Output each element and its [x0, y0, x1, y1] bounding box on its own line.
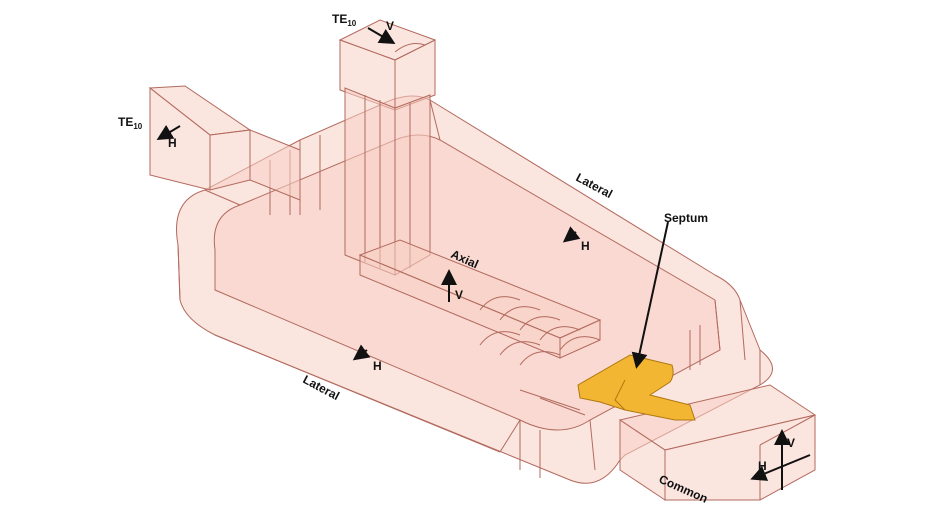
te10-left-label: TE10 [118, 115, 143, 131]
h-lateral-bottom-label: H [373, 359, 382, 373]
septum-label: Septum [664, 211, 708, 225]
h-lateral-top-label: H [581, 239, 590, 253]
v-top-label: V [386, 19, 394, 33]
v-top-arrow [367, 27, 396, 45]
h-lateral-top-arrow [562, 226, 581, 243]
left-input-port [148, 85, 301, 201]
top-input-port [338, 19, 437, 276]
axial-branch [358, 239, 602, 416]
h-left-arrow [156, 124, 181, 141]
v-axial-label: V [455, 288, 463, 302]
common-h-label: H [758, 459, 767, 473]
te10-top-label: TE10 [332, 12, 357, 28]
common-h-arrow [750, 454, 811, 481]
h-left-label: H [168, 136, 177, 150]
septum [577, 354, 696, 421]
field-arrows [156, 27, 811, 490]
common-v-label: V [787, 436, 795, 450]
septum-pointer-arrow [631, 221, 669, 369]
h-lateral-bottom-arrow [352, 344, 371, 361]
